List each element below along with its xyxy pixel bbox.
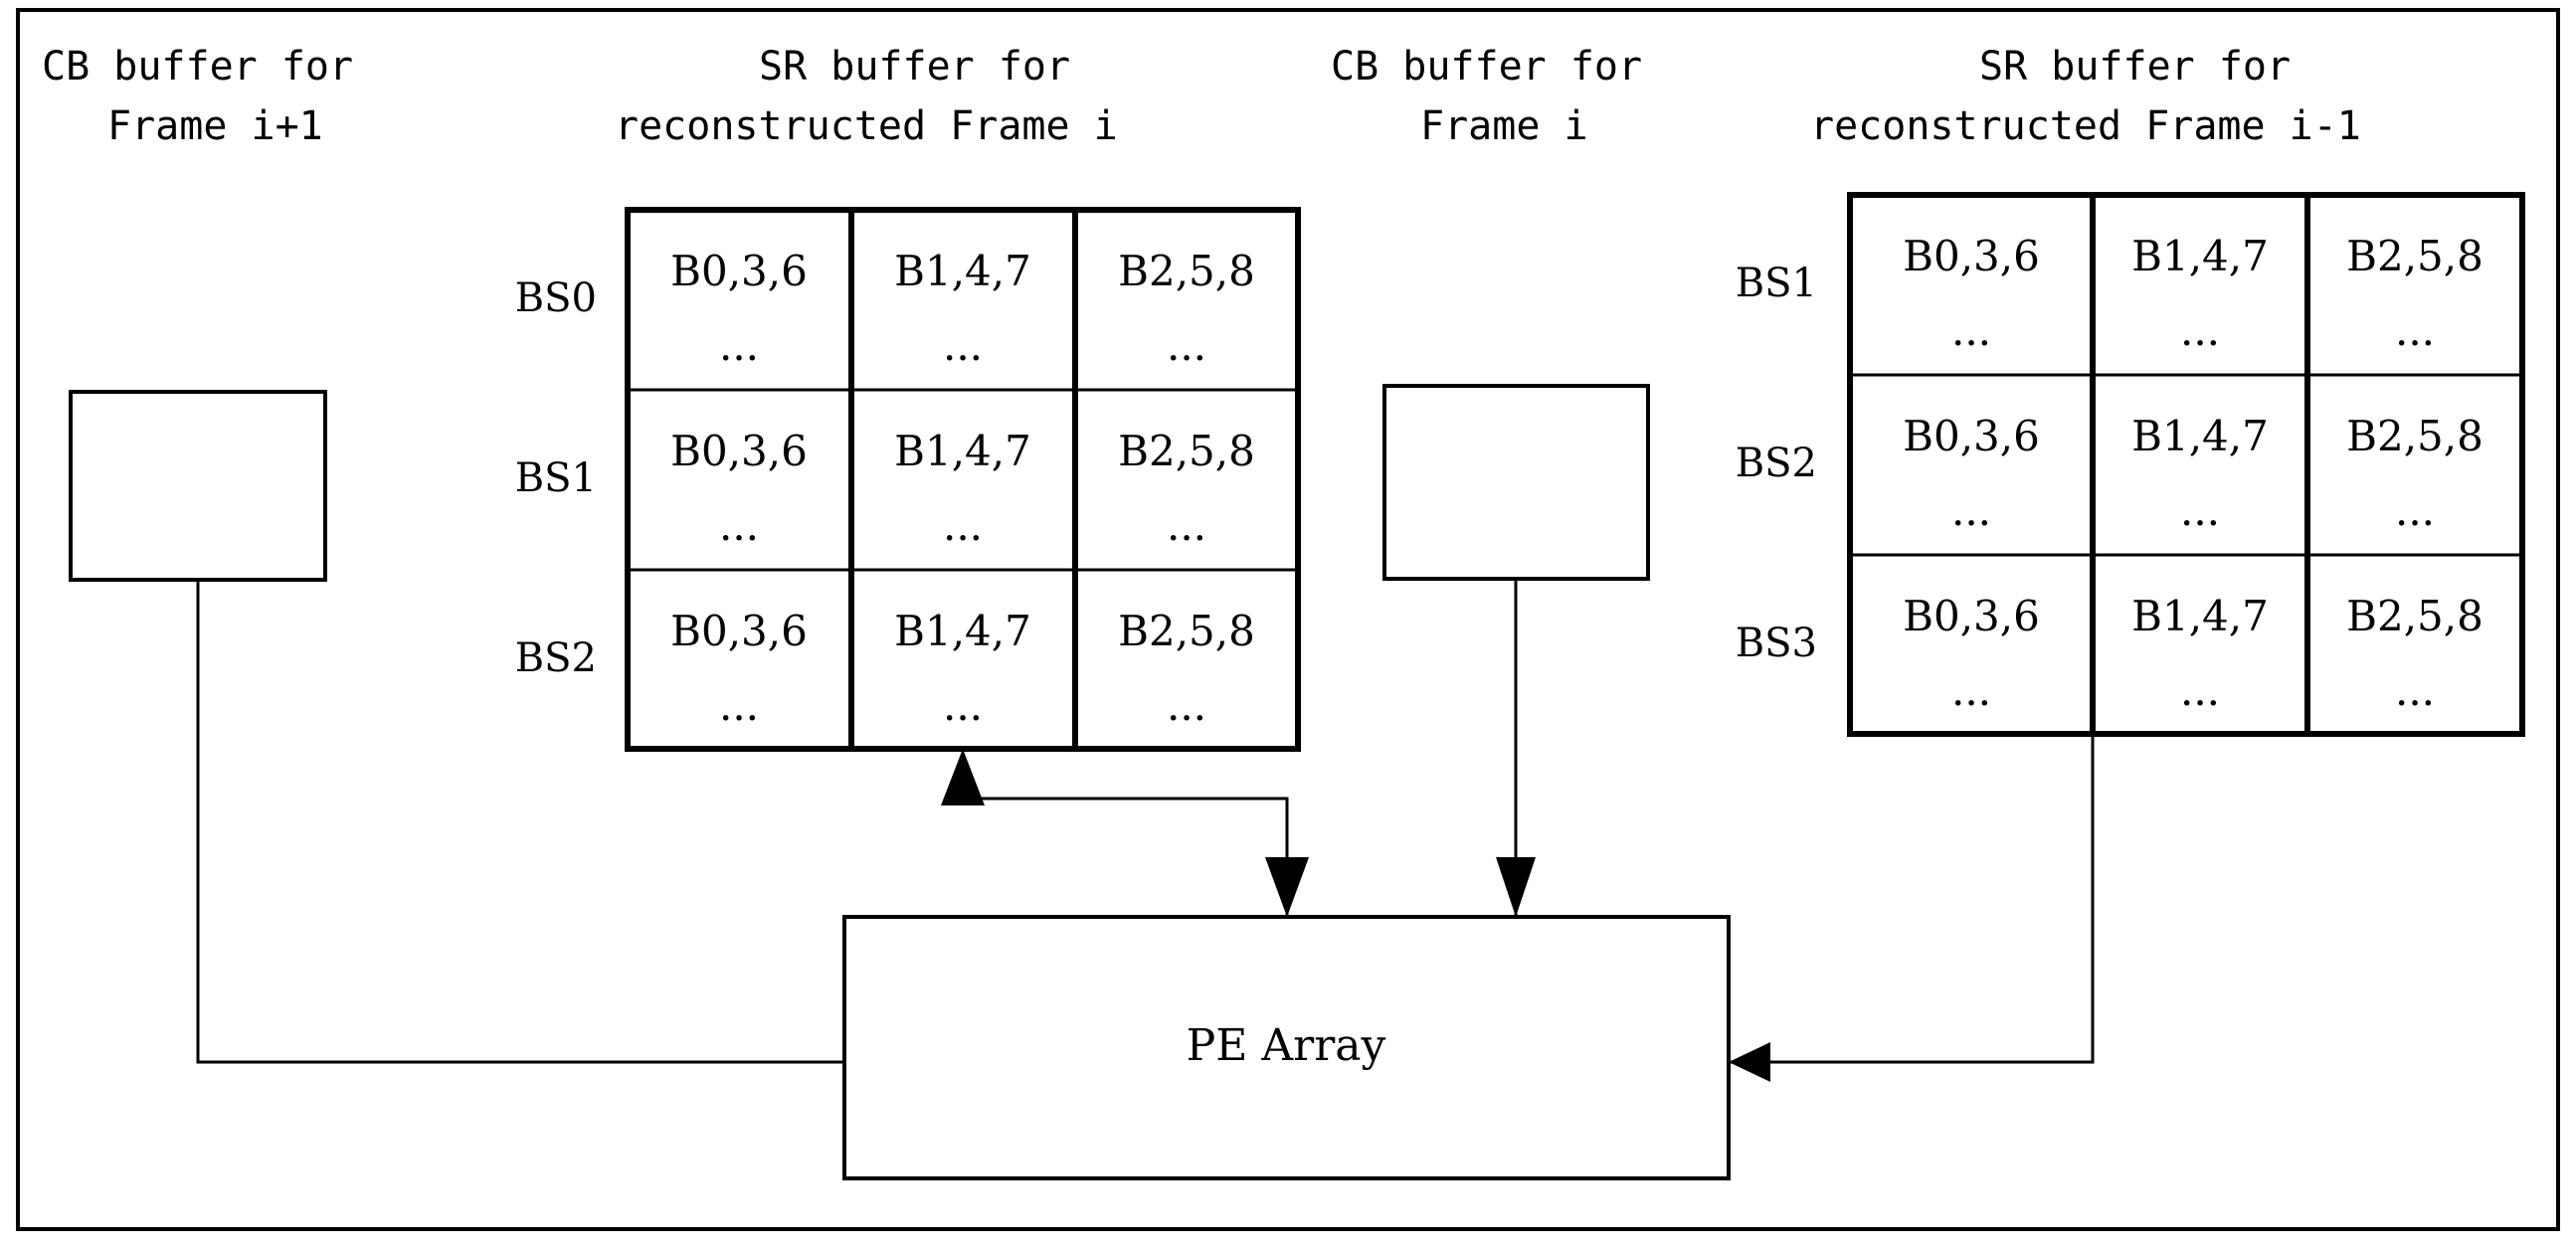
sr-left-cell-0-2: B2,5,8	[1118, 247, 1255, 295]
sr-right-cell-1-2-ellipsis: ...	[2395, 486, 2435, 535]
sr-right-row-label-1: BS2	[1736, 441, 1817, 486]
sr-left-cell-0-0-ellipsis: ...	[719, 321, 759, 370]
pe-array-label: PE Array	[1187, 1020, 1386, 1071]
sr-left-cell-0-2-ellipsis: ...	[1167, 321, 1206, 370]
sr-right-cell-1-1-ellipsis: ...	[2180, 486, 2220, 535]
sr-right-cell-2-2-ellipsis: ...	[2395, 666, 2435, 715]
sr-right-row-label-0: BS1	[1736, 261, 1817, 306]
sr-right-cell-0-2-ellipsis: ...	[2395, 306, 2435, 355]
sr-right-cell-2-0: B0,3,6	[1903, 592, 2040, 640]
cb-buffer-mid-title-line1: CB buffer for	[1331, 44, 1642, 89]
sr-right-cell-1-2: B2,5,8	[2346, 412, 2484, 460]
sr-right-cell-2-2: B2,5,8	[2346, 592, 2484, 640]
connector-cb-mid-to-pe	[1496, 579, 1536, 917]
sr-left-row-label-0: BS0	[515, 275, 597, 321]
sr-left-cell-2-1: B1,4,7	[894, 607, 1031, 655]
sr-left-cell-1-2-ellipsis: ...	[1167, 501, 1206, 550]
sr-right-cell-2-1-ellipsis: ...	[2180, 666, 2220, 715]
sr-left-cell-2-0: B0,3,6	[670, 607, 808, 655]
sr-left-cell-2-2-ellipsis: ...	[1167, 681, 1206, 730]
sr-buffer-left-table[interactable]	[625, 207, 1301, 752]
sr-left-cell-1-0-ellipsis: ...	[719, 501, 759, 550]
sr-left-cell-1-1-ellipsis: ...	[943, 501, 983, 550]
connector-sr-right-to-pe	[1729, 734, 2095, 1082]
sr-left-row-label-2: BS2	[515, 635, 597, 681]
pe-array-box[interactable]	[842, 915, 1731, 1180]
cb-buffer-mid-box[interactable]	[1382, 384, 1650, 581]
sr-left-row-label-1: BS1	[515, 455, 597, 501]
sr-right-cell-1-0-ellipsis: ...	[1951, 486, 1991, 535]
sr-left-cell-1-0: B0,3,6	[670, 427, 808, 475]
sr-left-cell-0-0: B0,3,6	[670, 247, 808, 295]
sr-buffer-left-title-line1: SR buffer for	[759, 44, 1070, 89]
sr-left-cell-0-1: B1,4,7	[894, 247, 1031, 295]
sr-left-cell-1-2: B2,5,8	[1118, 427, 1255, 475]
sr-right-cell-0-1: B1,4,7	[2131, 232, 2269, 280]
sr-right-row-label-2: BS3	[1736, 621, 1817, 666]
sr-right-cell-0-0: B0,3,6	[1903, 232, 2040, 280]
sr-left-cell-1-1: B1,4,7	[894, 427, 1031, 475]
cb-buffer-left-title-line1: CB buffer for	[42, 44, 353, 89]
cb-buffer-left-box[interactable]	[69, 390, 327, 582]
sr-buffer-left-title-line2: reconstructed Frame i	[615, 103, 1118, 149]
sr-right-cell-1-0: B0,3,6	[1903, 412, 2040, 460]
sr-left-cell-0-1-ellipsis: ...	[943, 321, 983, 370]
cb-buffer-left-title-line2: Frame i+1	[107, 103, 323, 149]
sr-buffer-right-title-line2: reconstructed Frame i-1	[1810, 103, 2361, 149]
sr-right-cell-2-1: B1,4,7	[2131, 592, 2269, 640]
sr-right-cell-0-2: B2,5,8	[2346, 232, 2484, 280]
sr-right-cell-2-0-ellipsis: ...	[1951, 666, 1991, 715]
sr-right-cell-1-1: B1,4,7	[2131, 412, 2269, 460]
sr-left-cell-2-1-ellipsis: ...	[943, 681, 983, 730]
sr-buffer-right-table[interactable]	[1847, 192, 2525, 737]
sr-right-cell-0-0-ellipsis: ...	[1951, 306, 1991, 355]
sr-left-cell-2-0-ellipsis: ...	[719, 681, 759, 730]
connector-sr-left-pe-bidir	[941, 749, 1309, 917]
cb-buffer-mid-title-line2: Frame i	[1420, 103, 1588, 149]
sr-right-cell-0-1-ellipsis: ...	[2180, 306, 2220, 355]
sr-buffer-right-title-line1: SR buffer for	[1979, 44, 2291, 89]
sr-left-cell-2-2: B2,5,8	[1118, 607, 1255, 655]
